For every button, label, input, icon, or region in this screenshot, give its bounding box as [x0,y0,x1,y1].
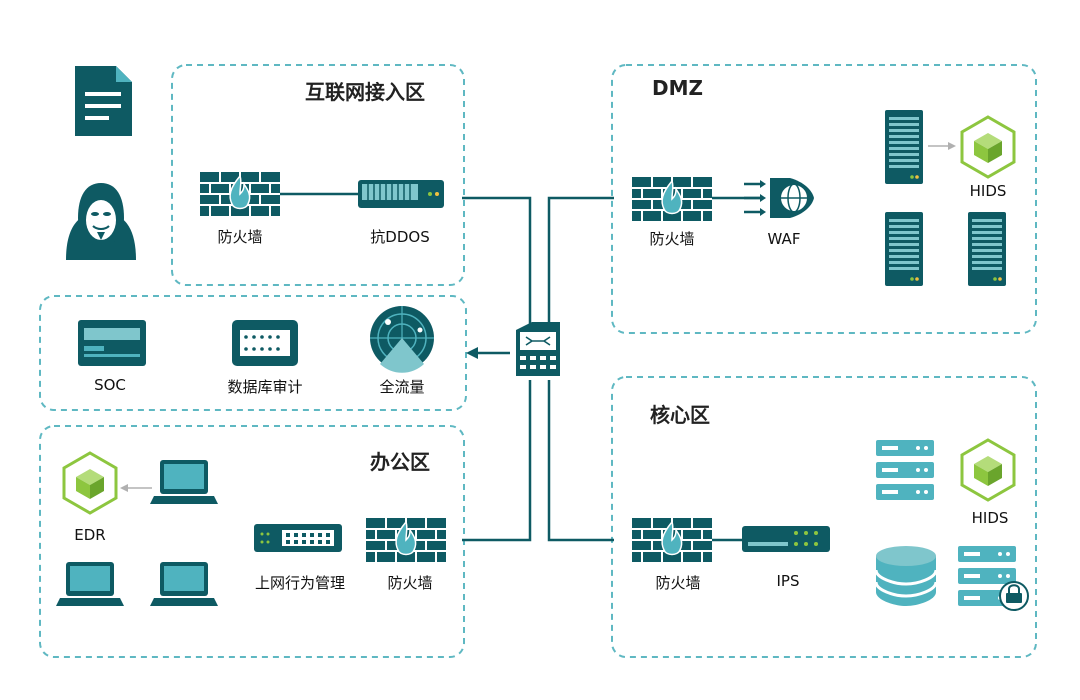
db-audit-label: 数据库审计 [227,378,303,396]
core-zone-border [611,376,1037,658]
link-core [547,380,614,542]
full-traffic-label: 全流量 [379,378,425,396]
ips-icon [742,526,830,552]
edr-label: EDR [74,526,106,544]
waf-icon [744,178,814,218]
anti-ddos-label: 抗DDOS [370,228,430,246]
behavior-mgmt-label: 上网行为管理 [254,574,346,592]
dmz-firewall-icon [631,176,713,222]
internet-zone-border [171,64,465,286]
dmz-zone-title: DMZ [652,76,704,100]
office-laptop-icon [150,460,218,504]
core-rack-icon [876,440,934,500]
full-traffic-radar-icon [370,306,434,373]
soc-label: SOC [94,376,126,394]
core-hids-label: HIDS [971,509,1009,527]
dmz-hids-label: HIDS [969,182,1007,200]
behavior-mgmt-icon [254,524,342,552]
edr-cube-icon [62,451,118,515]
anti-ddos-icon [358,180,444,208]
db-audit-icon [232,320,298,366]
arrow-to-monitor-zone [466,347,478,359]
office-laptop-icon [150,562,218,606]
office-firewall-label: 防火墙 [387,574,433,592]
internet-firewall-label: 防火墙 [217,228,263,246]
lock-badge-icon [999,581,1029,611]
hacker-icon [66,183,136,260]
document-icon [75,66,132,136]
waf-label: WAF [767,230,801,248]
office-firewall-icon [365,517,447,563]
office-zone-border [39,425,465,658]
dmz-zone-border [611,64,1037,334]
soc-icon [78,320,146,366]
dmz-hids-arrow [948,142,956,150]
dmz-server-icon [885,110,923,184]
core-switch-icon [516,322,560,376]
office-laptop-icon [56,562,124,606]
dmz-firewall-label: 防火墙 [649,230,695,248]
link-internet [462,196,532,325]
internet-firewall-icon [199,171,281,217]
ips-label: IPS [776,572,800,590]
internet-zone-title: 互联网接入区 [305,80,425,104]
core-zone-title: 核心区 [650,403,710,427]
office-zone-title: 办公区 [370,450,430,474]
edr-arrow [120,484,128,492]
database-icon [874,546,938,606]
link-office [462,380,532,542]
dmz-server-icon [968,212,1006,286]
core-hids-cube-icon [960,438,1016,502]
dmz-server-icon [885,212,923,286]
core-firewall-icon [631,517,713,563]
dmz-hids-cube-icon [960,115,1016,179]
link-dmz [547,196,614,325]
core-firewall-label: 防火墙 [655,574,701,592]
